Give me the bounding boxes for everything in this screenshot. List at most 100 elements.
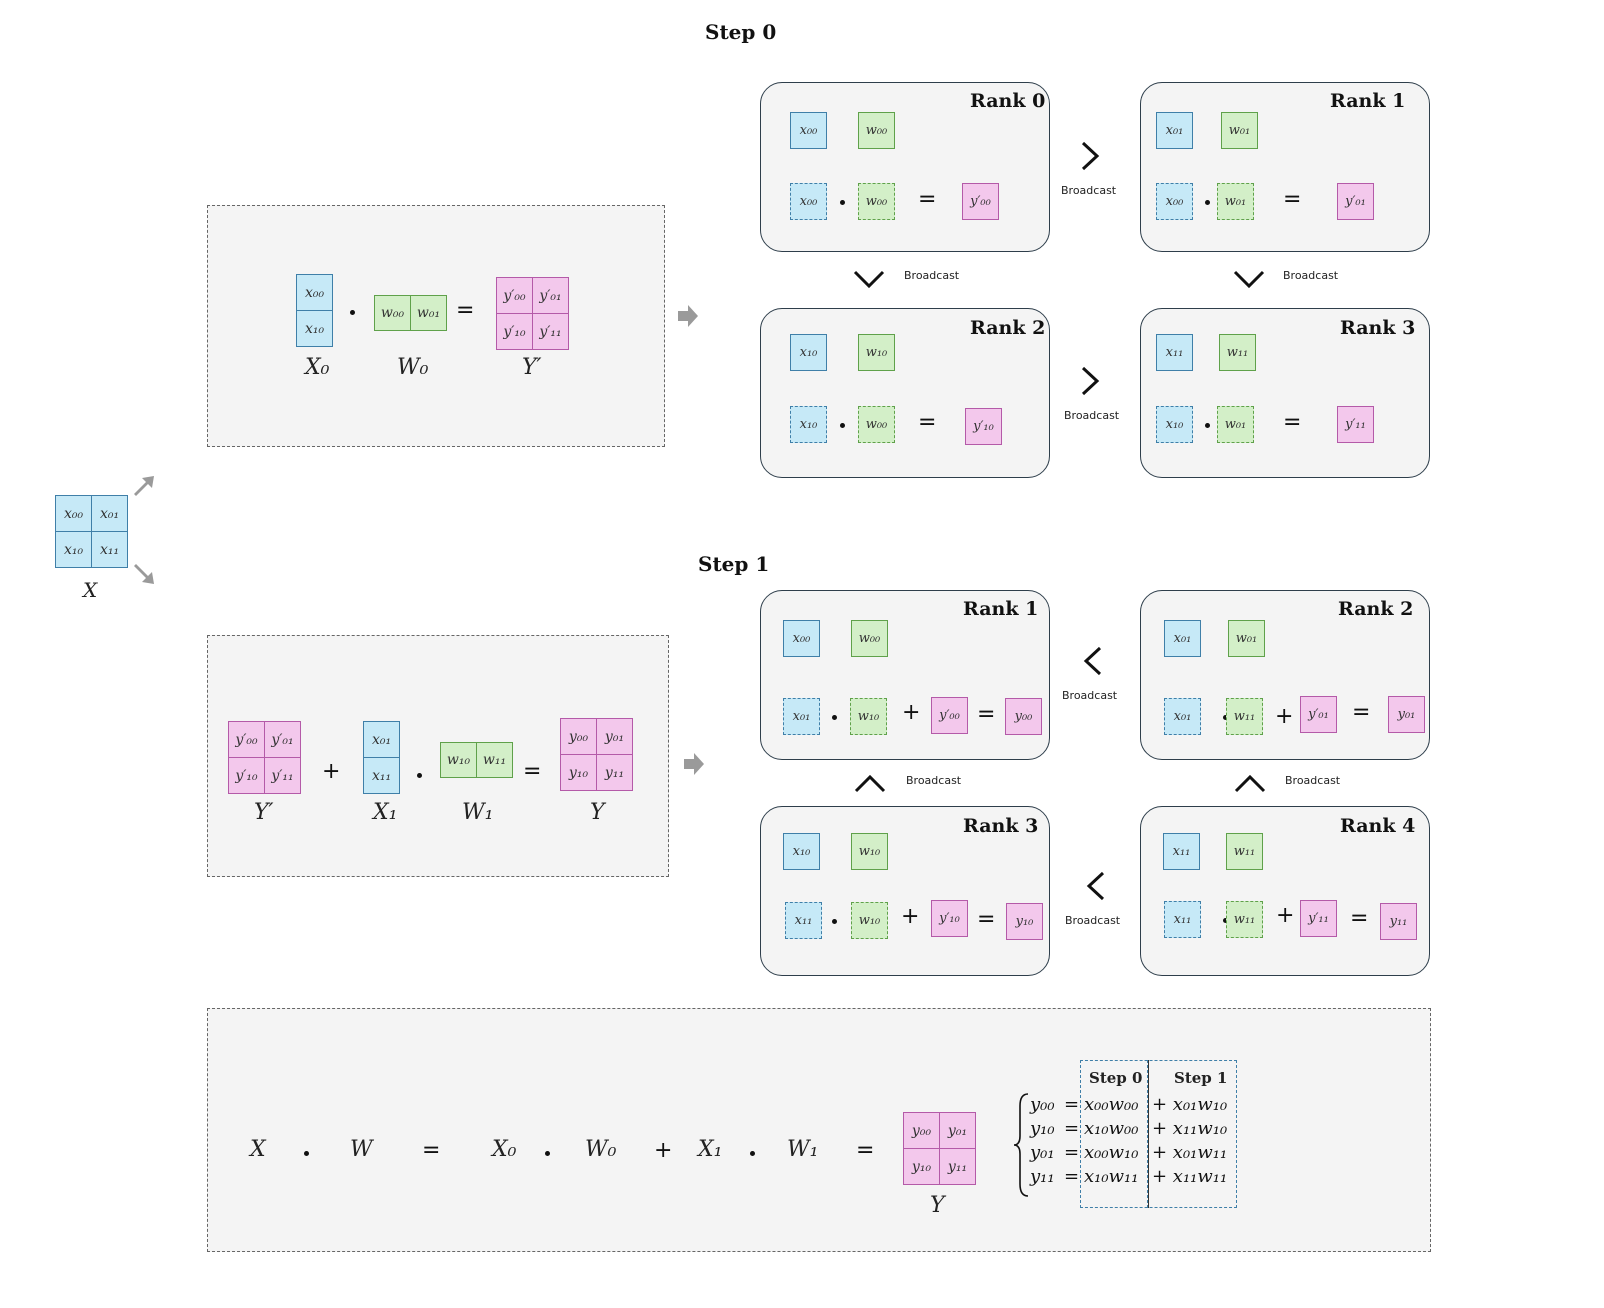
x-received-cell: x₁₀ — [790, 406, 827, 443]
y-cell: y₀₀ — [1005, 698, 1042, 735]
matrix-cell: x₁₁ — [363, 757, 400, 794]
step0-title: Step 0 — [705, 20, 777, 44]
y-cell: y′₀₁ — [1337, 183, 1374, 220]
x-cell: x₀₁ — [1156, 112, 1193, 149]
w1-label: W₁ — [462, 800, 494, 825]
equals-sign: = — [1283, 410, 1302, 435]
matrix-cell: y′₁₁ — [264, 757, 301, 794]
w-received-cell: w₁₁ — [1226, 698, 1263, 735]
w-cell: w₀₁ — [1221, 112, 1258, 149]
w-received-cell: w₁₀ — [850, 698, 887, 735]
dot-operator — [840, 200, 845, 205]
equals-sign: = — [977, 702, 996, 727]
equals-sign: = — [1283, 187, 1302, 212]
x-cell: x₁₀ — [783, 833, 820, 870]
w-received-cell: w₀₀ — [858, 183, 895, 220]
yprime-cell: y′₀₁ — [1300, 696, 1337, 733]
dot-operator — [1205, 423, 1210, 428]
matrix-cell: y′₁₀ — [228, 757, 265, 794]
broadcast-label: Broadcast — [1283, 269, 1339, 282]
x-received-cell: x₁₁ — [1164, 901, 1201, 938]
x0-label: X₀ — [305, 355, 330, 380]
dot-operator — [840, 423, 845, 428]
matrix-cell: x₀₀ — [55, 495, 92, 532]
right-arrow-icon — [684, 753, 704, 775]
table-header-step1: Step 1 — [1174, 1069, 1228, 1087]
yprime-cell: y′₁₁ — [1300, 900, 1337, 937]
x-received-cell: x₁₁ — [785, 902, 822, 939]
x-received-cell: x₀₁ — [1164, 698, 1201, 735]
yprime-cell: y′₁₀ — [931, 900, 968, 937]
equals-sign: = — [977, 907, 996, 932]
matrix-cell: y′₀₁ — [532, 277, 569, 314]
equation-step0-term: x₁₀w₀₀ — [1084, 1118, 1139, 1139]
matrix-cell: y₁₁ — [596, 754, 633, 791]
summary-term: X₁ — [698, 1137, 723, 1162]
equals-sign: = — [523, 759, 542, 784]
dot-operator — [417, 773, 422, 778]
yprime-label: Y′ — [254, 800, 274, 825]
split-arrows-icon — [134, 476, 154, 584]
dot-operator — [832, 715, 837, 720]
equation-eq: = — [1064, 1166, 1080, 1187]
rank-title: Rank 4 — [1340, 815, 1416, 837]
equals-sign: = — [456, 298, 475, 323]
w-cell: w₁₁ — [1219, 334, 1256, 371]
w-cell: w₀₀ — [851, 620, 888, 657]
dot-operator — [304, 1151, 309, 1156]
rank-title: Rank 1 — [963, 598, 1039, 620]
plus-sign: + — [322, 759, 341, 784]
matrix-cell: y₁₁ — [939, 1148, 976, 1185]
y-label: Y — [930, 1193, 945, 1218]
matrix-cell: y₀₁ — [939, 1112, 976, 1149]
dot-operator — [1223, 715, 1228, 720]
matrix-cell: x₁₁ — [91, 531, 128, 568]
equals-sign: = — [422, 1138, 441, 1163]
rank-box — [760, 82, 1050, 252]
equation-lhs: y₀₀ — [1030, 1094, 1055, 1115]
x-received-cell: x₀₀ — [790, 183, 827, 220]
summary-term: W — [350, 1137, 373, 1162]
matrix-cell: y₀₀ — [903, 1112, 940, 1149]
dot-operator — [545, 1151, 550, 1156]
equation-step1-term: + x₀₁w₁₀ — [1152, 1094, 1228, 1115]
plus-sign: + — [1275, 704, 1294, 729]
equation-step1-term: + x₁₁w₁₁ — [1152, 1166, 1228, 1187]
matrix-cell: y′₀₀ — [496, 277, 533, 314]
w-received-cell: w₀₁ — [1217, 183, 1254, 220]
matrix-label: X — [83, 578, 98, 602]
equals-sign: = — [918, 410, 937, 435]
plus-sign: + — [654, 1138, 673, 1163]
matrix-cell: y₁₀ — [560, 754, 597, 791]
summary-term: X₀ — [492, 1137, 517, 1162]
x-cell: x₁₀ — [790, 334, 827, 371]
x-cell: x₁₁ — [1156, 334, 1193, 371]
broadcast-label: Broadcast — [1285, 774, 1341, 787]
matrix-cell: x₁₀ — [296, 310, 333, 347]
x-cell: x₀₀ — [790, 112, 827, 149]
broadcast-label: Broadcast — [906, 774, 962, 787]
matrix-cell: x₁₀ — [55, 531, 92, 568]
x-cell: x₀₀ — [783, 620, 820, 657]
broadcast-label: Broadcast — [1061, 184, 1117, 197]
matrix-cell: w₀₀ — [374, 295, 411, 331]
equation-step0-term: x₀₀w₀₀ — [1084, 1094, 1139, 1115]
matrix-cell: y′₀₁ — [264, 721, 301, 758]
rank-box — [1140, 82, 1430, 252]
equals-sign: = — [918, 187, 937, 212]
x-cell: x₀₁ — [1164, 620, 1201, 657]
equation-eq: = — [1064, 1118, 1080, 1139]
equation-step1-term: + x₁₁w₁₀ — [1152, 1118, 1228, 1139]
y-label: Y — [590, 800, 605, 825]
chevron-up-icon — [854, 774, 886, 793]
rank-title: Rank 1 — [1330, 90, 1406, 112]
equals-sign: = — [1352, 700, 1371, 725]
x-received-cell: x₀₀ — [1156, 183, 1193, 220]
broadcast-label: Broadcast — [1062, 689, 1118, 702]
y-cell: y₀₁ — [1388, 696, 1425, 733]
equation-step1-term: + x₀₁w₁₁ — [1152, 1142, 1228, 1163]
rank-title: Rank 2 — [970, 317, 1046, 339]
equals-sign: = — [1350, 906, 1369, 931]
w-received-cell: w₁₁ — [1226, 901, 1263, 938]
w-received-cell: w₀₁ — [1217, 406, 1254, 443]
